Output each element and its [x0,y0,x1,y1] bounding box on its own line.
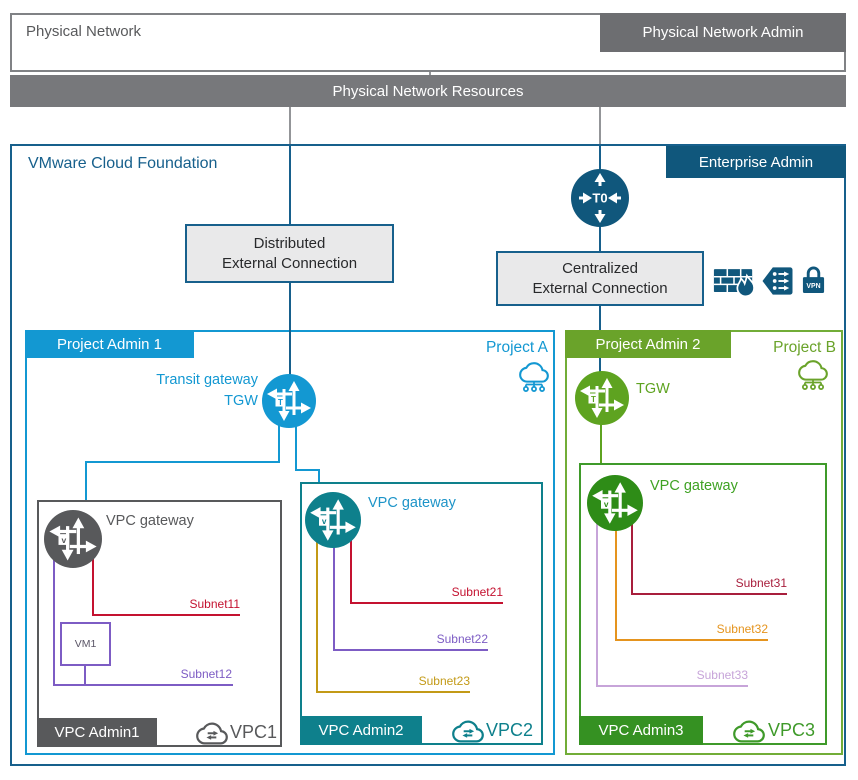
vpn-lock-icon: VPN [801,263,826,295]
connector-tgw-to-vpc1 [85,461,87,514]
vpc2-subnet22-line-horiz [333,649,488,651]
vpc1-gateway-icon-letter: v [61,535,66,545]
vpc1-admin-badge: VPC Admin1 [37,718,157,747]
vm1-label: VM1 [74,638,97,650]
connector-bar-to-vcf-right [599,107,601,145]
vpc2-subnet23-label: Subnet23 [418,674,470,688]
vpc2-subnet23-line-horiz [316,691,470,693]
distributed-line1: Distributed [253,234,326,252]
vpc1-subnet11-line-horiz [92,614,240,616]
connector-vcf-to-t0 [599,146,601,171]
enterprise-admin-badge: Enterprise Admin [666,146,846,178]
vpc2-name: VPC2 [486,720,534,740]
centralized-line1: Centralized [562,259,638,277]
connector-tgw-fork-right-vert [295,420,297,471]
vpc1-admin-label: VPC Admin1 [54,724,140,741]
connector-tgw-fork-left-vert [278,420,280,463]
vpc1-gateway-label: VPC gateway [106,513,194,529]
project-admin-2-badge: Project Admin 2 [565,330,731,358]
distributed-external-connection-box: Distributed External Connection [185,224,394,283]
vpc3-admin-label: VPC Admin3 [598,722,684,739]
vpc1-gateway-icon: v [44,510,102,568]
vpc1-subnet12-line-horiz [53,684,233,686]
vpc1-subnet11-label: Subnet11 [189,597,241,611]
vpn-icon-label: VPN [806,283,820,290]
vpc1-name: VPC1 [230,722,278,742]
tgw-b-icon: T [575,371,629,425]
transit-gateway-icon: T [262,374,316,428]
vpc1-vm1-stub [84,666,86,686]
centralized-line2: External Connection [532,279,668,297]
vpc2-subnet21-line-vert [350,535,352,604]
vpc2-admin-label: VPC Admin2 [318,722,404,739]
vpc3-cloud-icon [733,720,765,743]
connector-tgw-fork-right-horiz [295,469,320,471]
physical-network-admin-label: Physical Network Admin [642,24,804,41]
vpc1-subnet12-line-vert [53,555,55,686]
vpc3-subnet33-label: Subnet33 [696,668,748,682]
connector-distributed-to-tgw [289,283,291,375]
vpc3-subnet32-line-horiz [615,639,768,641]
vpc3-subnet31-line-vert [631,518,633,595]
centralized-external-connection-box: Centralized External Connection [496,251,704,306]
vpc2-subnet23-line-vert [316,540,318,693]
vpc3-gateway-icon: v [587,475,643,531]
enterprise-admin-label: Enterprise Admin [698,153,814,171]
vpc1-subnet12-label: Subnet12 [180,667,232,681]
project-a-cloud-network-icon [519,361,549,393]
vpc3-subnet31-label: Subnet31 [735,576,787,590]
t0-router-icon: T0 [571,169,629,227]
vpc2-subnet22-line-vert [333,540,335,651]
vpc2-subnet21-label: Subnet21 [451,585,503,599]
vpc3-subnet33-line-horiz [596,685,748,687]
connector-vcf-to-distributed [289,146,291,224]
project-b-title: Project B [773,339,836,356]
tgw-b-label: TGW [636,381,670,397]
physical-network-admin-badge: Physical Network Admin [600,13,846,52]
vpc3-gateway-label: VPC gateway [650,478,738,494]
connector-phys-box-to-bar [429,72,431,76]
vpc1-cloud-icon [196,722,228,745]
project-a-title: Project A [485,339,548,356]
vpc2-gateway-icon: v [305,492,361,548]
transit-gateway-label-line2: TGW [224,393,258,409]
vpc2-admin-badge: VPC Admin2 [300,716,422,745]
t0-icon-label: T0 [592,191,607,206]
vm1-box: VM1 [60,622,111,666]
vpc2-subnet21-line-horiz [350,602,503,604]
vpc1-subnet11-line-vert [92,555,94,616]
vpc3-subnet32-label: Subnet32 [716,622,768,636]
vpc3-subnet31-line-horiz [631,593,787,595]
load-balancer-icon [761,266,794,296]
vpc3-gateway-icon-letter: v [604,499,609,509]
project-b-cloud-network-icon [798,359,828,391]
vpc3-admin-badge: VPC Admin3 [579,716,703,745]
tgw-b-icon-letter: T [591,395,596,404]
vpc3-name: VPC3 [768,720,816,740]
physical-network-resources-bar: Physical Network Resources [10,75,846,107]
vpc2-subnet22-label: Subnet22 [436,632,488,646]
vpc3-subnet32-line-vert [615,523,617,641]
connector-t0-to-centralized [599,226,601,252]
transit-gateway-label-line1: Transit gateway [156,372,258,388]
connector-tgw-fork-left-horiz [85,461,280,463]
vpc2-gateway-label: VPC gateway [368,495,456,511]
vpc2-gateway-icon-letter: v [322,516,327,526]
vcf-title: VMware Cloud Foundation [28,155,218,172]
firewall-icon [712,263,756,300]
project-admin-1-badge: Project Admin 1 [25,330,194,358]
vpc3-subnet33-line-vert [596,523,598,687]
physical-network-resources-label: Physical Network Resources [332,82,524,100]
connector-tgw-b-to-vpc3 [600,423,602,478]
connector-bar-to-vcf-left [289,107,291,145]
physical-network-title: Physical Network [26,23,142,40]
transit-gateway-icon-letter: T [278,398,283,407]
project-admin-2-label: Project Admin 2 [595,335,701,353]
project-admin-1-label: Project Admin 1 [56,335,163,353]
transit-gateway-label: Transit gateway TGW [95,370,258,412]
distributed-line2: External Connection [221,254,358,272]
vpc2-cloud-icon [452,720,484,743]
